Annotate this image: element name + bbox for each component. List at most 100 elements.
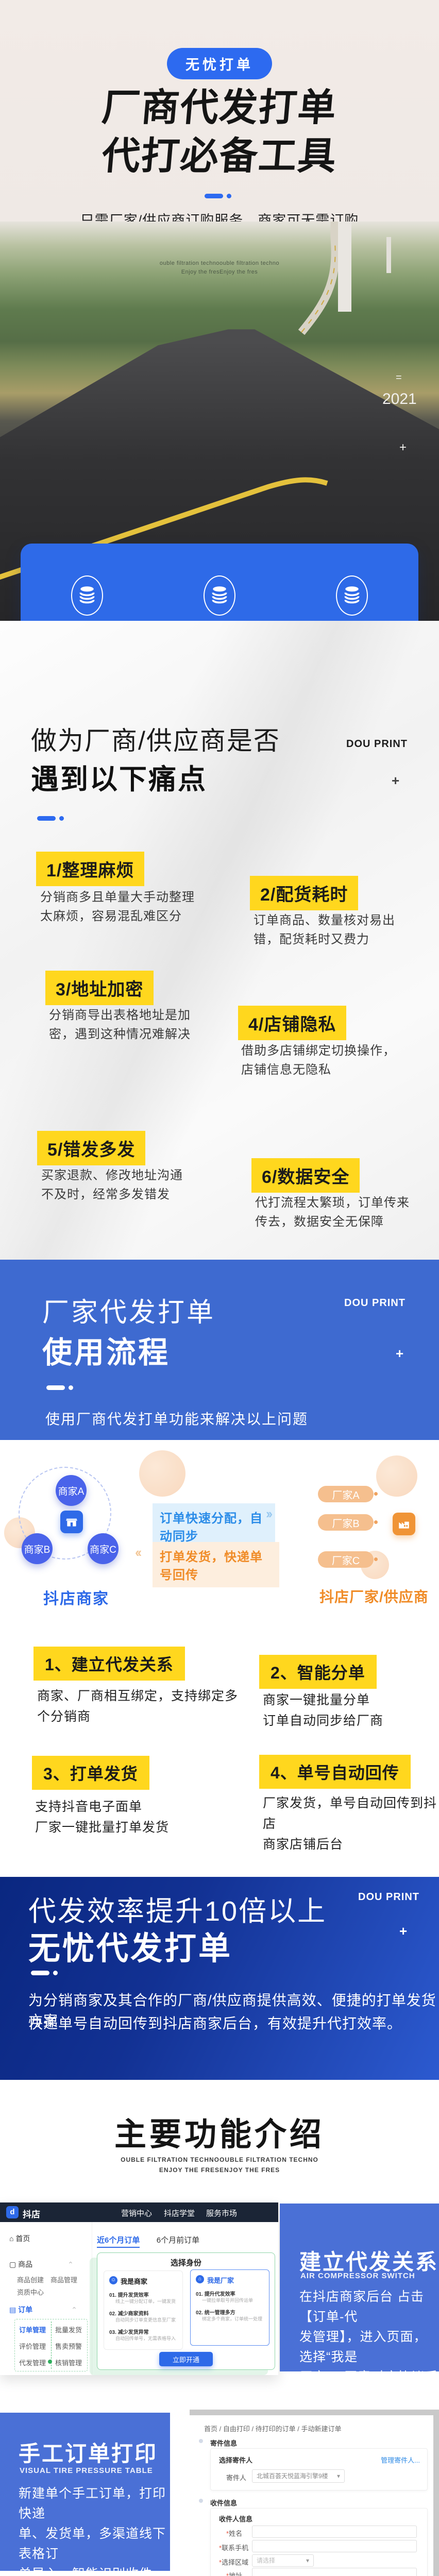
open-now-button[interactable]: 立即开通: [159, 2352, 213, 2366]
submenu-batch-ship[interactable]: 批量发货: [55, 2326, 82, 2334]
receiver-box-title: 收件人信息: [219, 2515, 253, 2523]
hero-divider: [205, 192, 234, 199]
item-title: 02. 减少商家资料: [109, 2311, 149, 2317]
item-title: 01. 提升发货效率: [109, 2293, 149, 2298]
step-tag-2: 2、智能分单: [259, 1655, 377, 1689]
panel-en-subtitle: AIR COMPRESSOR SWITCH: [300, 2272, 415, 2280]
plus-mark: +: [396, 1346, 404, 1361]
region-select[interactable]: 请选择: [252, 2554, 314, 2567]
wind-turbine-pole-small: [386, 237, 391, 273]
doudian-logo-text: 抖店: [23, 2210, 40, 2219]
sidebar-item-home[interactable]: ⌂ 首页: [9, 2234, 30, 2243]
step-desc-3: 支持抖音电子面单厂家一键批量打单发货: [35, 1800, 170, 1835]
item-title: 02. 统一管理多方: [196, 2310, 235, 2316]
merchant-c-node: 商家C: [88, 1533, 119, 1564]
submenu-presale-warn[interactable]: 售卖预警: [55, 2343, 82, 2350]
section-sender-info: 寄件信息: [210, 2439, 238, 2447]
address-input[interactable]: [252, 2568, 417, 2576]
sender-select[interactable]: 北城百荟天悦蓝海引擎9楼: [252, 2469, 345, 2483]
main-intro-en1: OUBLE FILTRATION TECHNOOUBLE FILTRATION …: [121, 2156, 318, 2163]
submenu-consign-manage[interactable]: 代发管理: [19, 2359, 46, 2367]
name-input[interactable]: [252, 2526, 417, 2538]
panel-manual-print: 手工订单打印 VISUAL TIRE PRESSURE TABLE 新建单个手工…: [0, 2413, 170, 2576]
sidebar-item-goods[interactable]: ▢ 商品⌃: [9, 2260, 74, 2268]
hero-title-line2: 代打必备工具: [100, 134, 339, 177]
flow-arrow-left-label: 打单发货，快递单号回传: [153, 1542, 279, 1587]
tab-older-orders[interactable]: 6个月前订单: [156, 2236, 200, 2245]
brand-label: DOU PRINT: [358, 1891, 419, 1903]
step-tag-1: 1、建立代发关系: [33, 1647, 185, 1681]
brand-label: DOU PRINT: [346, 738, 408, 750]
item-desc: 一键拉单取号并回传运单: [202, 2298, 254, 2303]
main-intro-en2: ENJOY THE FRESENJOY THE FRES: [159, 2166, 280, 2174]
sidebar-item-goods-create[interactable]: 商品创建: [17, 2276, 44, 2284]
submenu-review-manage[interactable]: 评价管理: [19, 2343, 46, 2350]
item-title: 03. 减少发货异常: [109, 2330, 149, 2335]
item-desc: 线上一键分配订单，一键发货: [115, 2299, 176, 2304]
nav-market[interactable]: 服务市场: [206, 2209, 238, 2218]
mock-sidebar: ⌂ 首页 ▢ 商品⌃ 商品创建 商品管理 资质中心 ▤ 订单⌃ 订单管理 批量发…: [0, 2222, 92, 2375]
flow-diagram: 商家A 商家B 商家C 订单快速分配，自动同步 ›› 打单发货，快递单号回传 ‹…: [0, 1440, 439, 1618]
pain-section: 做为厂商/供应商是否 遇到以下痛点 DOU PRINT + 1/整理麻烦 分销商…: [0, 621, 439, 1260]
section-receiver-info: 收件信息: [210, 2499, 238, 2507]
boost-title-line2: 无忧代发打单: [28, 1931, 233, 1967]
identity-card-factory[interactable]: ⌂ 我是厂家 01. 提升代发效率 一键拉单取号并回传运单 02. 统一管理多方…: [190, 2269, 269, 2346]
equals-mark: =: [396, 372, 402, 383]
item-desc: 自动同步订单变更信息至厂家: [115, 2317, 176, 2323]
sender-label: 寄件人: [226, 2474, 247, 2482]
tab-recent-orders[interactable]: 近6个月订单: [97, 2236, 140, 2248]
section-divider: [31, 1969, 58, 1978]
plus-mark: +: [392, 773, 400, 788]
sidebar-item-order[interactable]: ▤ 订单⌃: [9, 2306, 77, 2314]
photo-decoration: [0, 222, 391, 580]
section-divider: [37, 814, 64, 823]
submenu-verify-manage[interactable]: 核销管理: [55, 2359, 82, 2367]
merchant-b-node: 商家B: [22, 1533, 53, 1564]
plus-mark: +: [399, 1923, 408, 1939]
boost-section: 代发效率提升10倍以上 DOU PRINT 无忧代发打单 + 为分销商家及其合作…: [0, 1877, 439, 2080]
boost-title-line1: 代发效率提升10倍以上: [28, 1896, 327, 1927]
step-dot: [199, 2439, 203, 2443]
sidebar-item-goods-manage[interactable]: 商品管理: [50, 2276, 78, 2284]
choose-identity-title: 选择身份: [170, 2259, 201, 2267]
green-dashed-line: [51, 2321, 52, 2369]
field-phone-label: *联系手机: [219, 2544, 249, 2552]
phone-input[interactable]: [252, 2540, 417, 2552]
boost-paragraph-1: 为分销商家及其合作的厂商/供应商提供高效、便捷的打单发货方案: [28, 1992, 436, 2029]
pain-desc-5: 买家退款、修改地址沟通不及时，经常多发错发: [41, 1168, 183, 1201]
submenu-order-manage[interactable]: 订单管理: [19, 2326, 46, 2334]
sidebar-item-qualification[interactable]: 资质中心: [17, 2289, 44, 2296]
chevrons-left-icon: ‹‹: [135, 1545, 142, 1560]
hero-title-line1: 厂商代发打单: [100, 86, 339, 129]
step-tag-4: 4、单号自动回传: [259, 1755, 411, 1789]
factory-c-pill: 厂家C: [318, 1551, 378, 1568]
breadcrumb[interactable]: 首页 / 自由打印 / 待打印的订单 / 手动新建订单: [204, 2425, 342, 2433]
factory-b-pill: 厂家B: [318, 1514, 378, 1531]
decor-blob: [376, 1455, 417, 1497]
panel-paragraph: 新建单个手工订单，打印快递单、发货单，多渠道线下表格订单导入，智能识别收件人、省…: [19, 2486, 166, 2576]
hero-badge: 无忧打单: [167, 48, 272, 79]
merchant-a-node: 商家A: [56, 1475, 87, 1506]
manage-sender-link[interactable]: 管理寄件人...: [381, 2456, 420, 2464]
nav-marketing[interactable]: 营销中心: [121, 2209, 153, 2218]
steps-section: 1、建立代发关系 商家、厂商相互绑定，支持绑定多个分销商 2、智能分单 商家一键…: [0, 1618, 439, 1877]
section-divider: [46, 1383, 73, 1393]
flow-title-line1: 厂家代发打单: [42, 1298, 216, 1328]
factory-icon: ⌂: [196, 2275, 204, 2283]
choose-identity-card: 选择身份 ☺ 我是商家 01. 提升发货效率 线上一键分配订单，一键发货 02.…: [97, 2252, 275, 2370]
nav-academy[interactable]: 抖店学堂: [164, 2209, 195, 2218]
far-road: [298, 222, 340, 335]
chevrons-right-icon: ››: [266, 1506, 273, 1521]
plus-mark-photo: +: [399, 440, 407, 454]
step-tag-3: 3、打单发货: [32, 1756, 149, 1790]
year-label: 2021: [382, 391, 417, 408]
flow-arrow-right-label: 订单快速分配，自动同步: [153, 1503, 275, 1549]
brand-label: DOU PRINT: [344, 1297, 406, 1309]
pain-tag-3: 3/地址加密: [45, 971, 154, 1005]
shop-icon: [60, 1511, 83, 1533]
item-title: 01. 提升代发效率: [196, 2292, 235, 2297]
field-region-label: *选择区域: [219, 2558, 249, 2566]
step-desc-1: 商家、厂商相互绑定，支持绑定多个分销商: [37, 1689, 239, 1724]
doudian-logo-icon: d: [6, 2206, 19, 2218]
identity-card-merchant[interactable]: ☺ 我是商家 01. 提升发货效率 线上一键分配订单，一键发货 02. 减少商家…: [104, 2270, 183, 2350]
